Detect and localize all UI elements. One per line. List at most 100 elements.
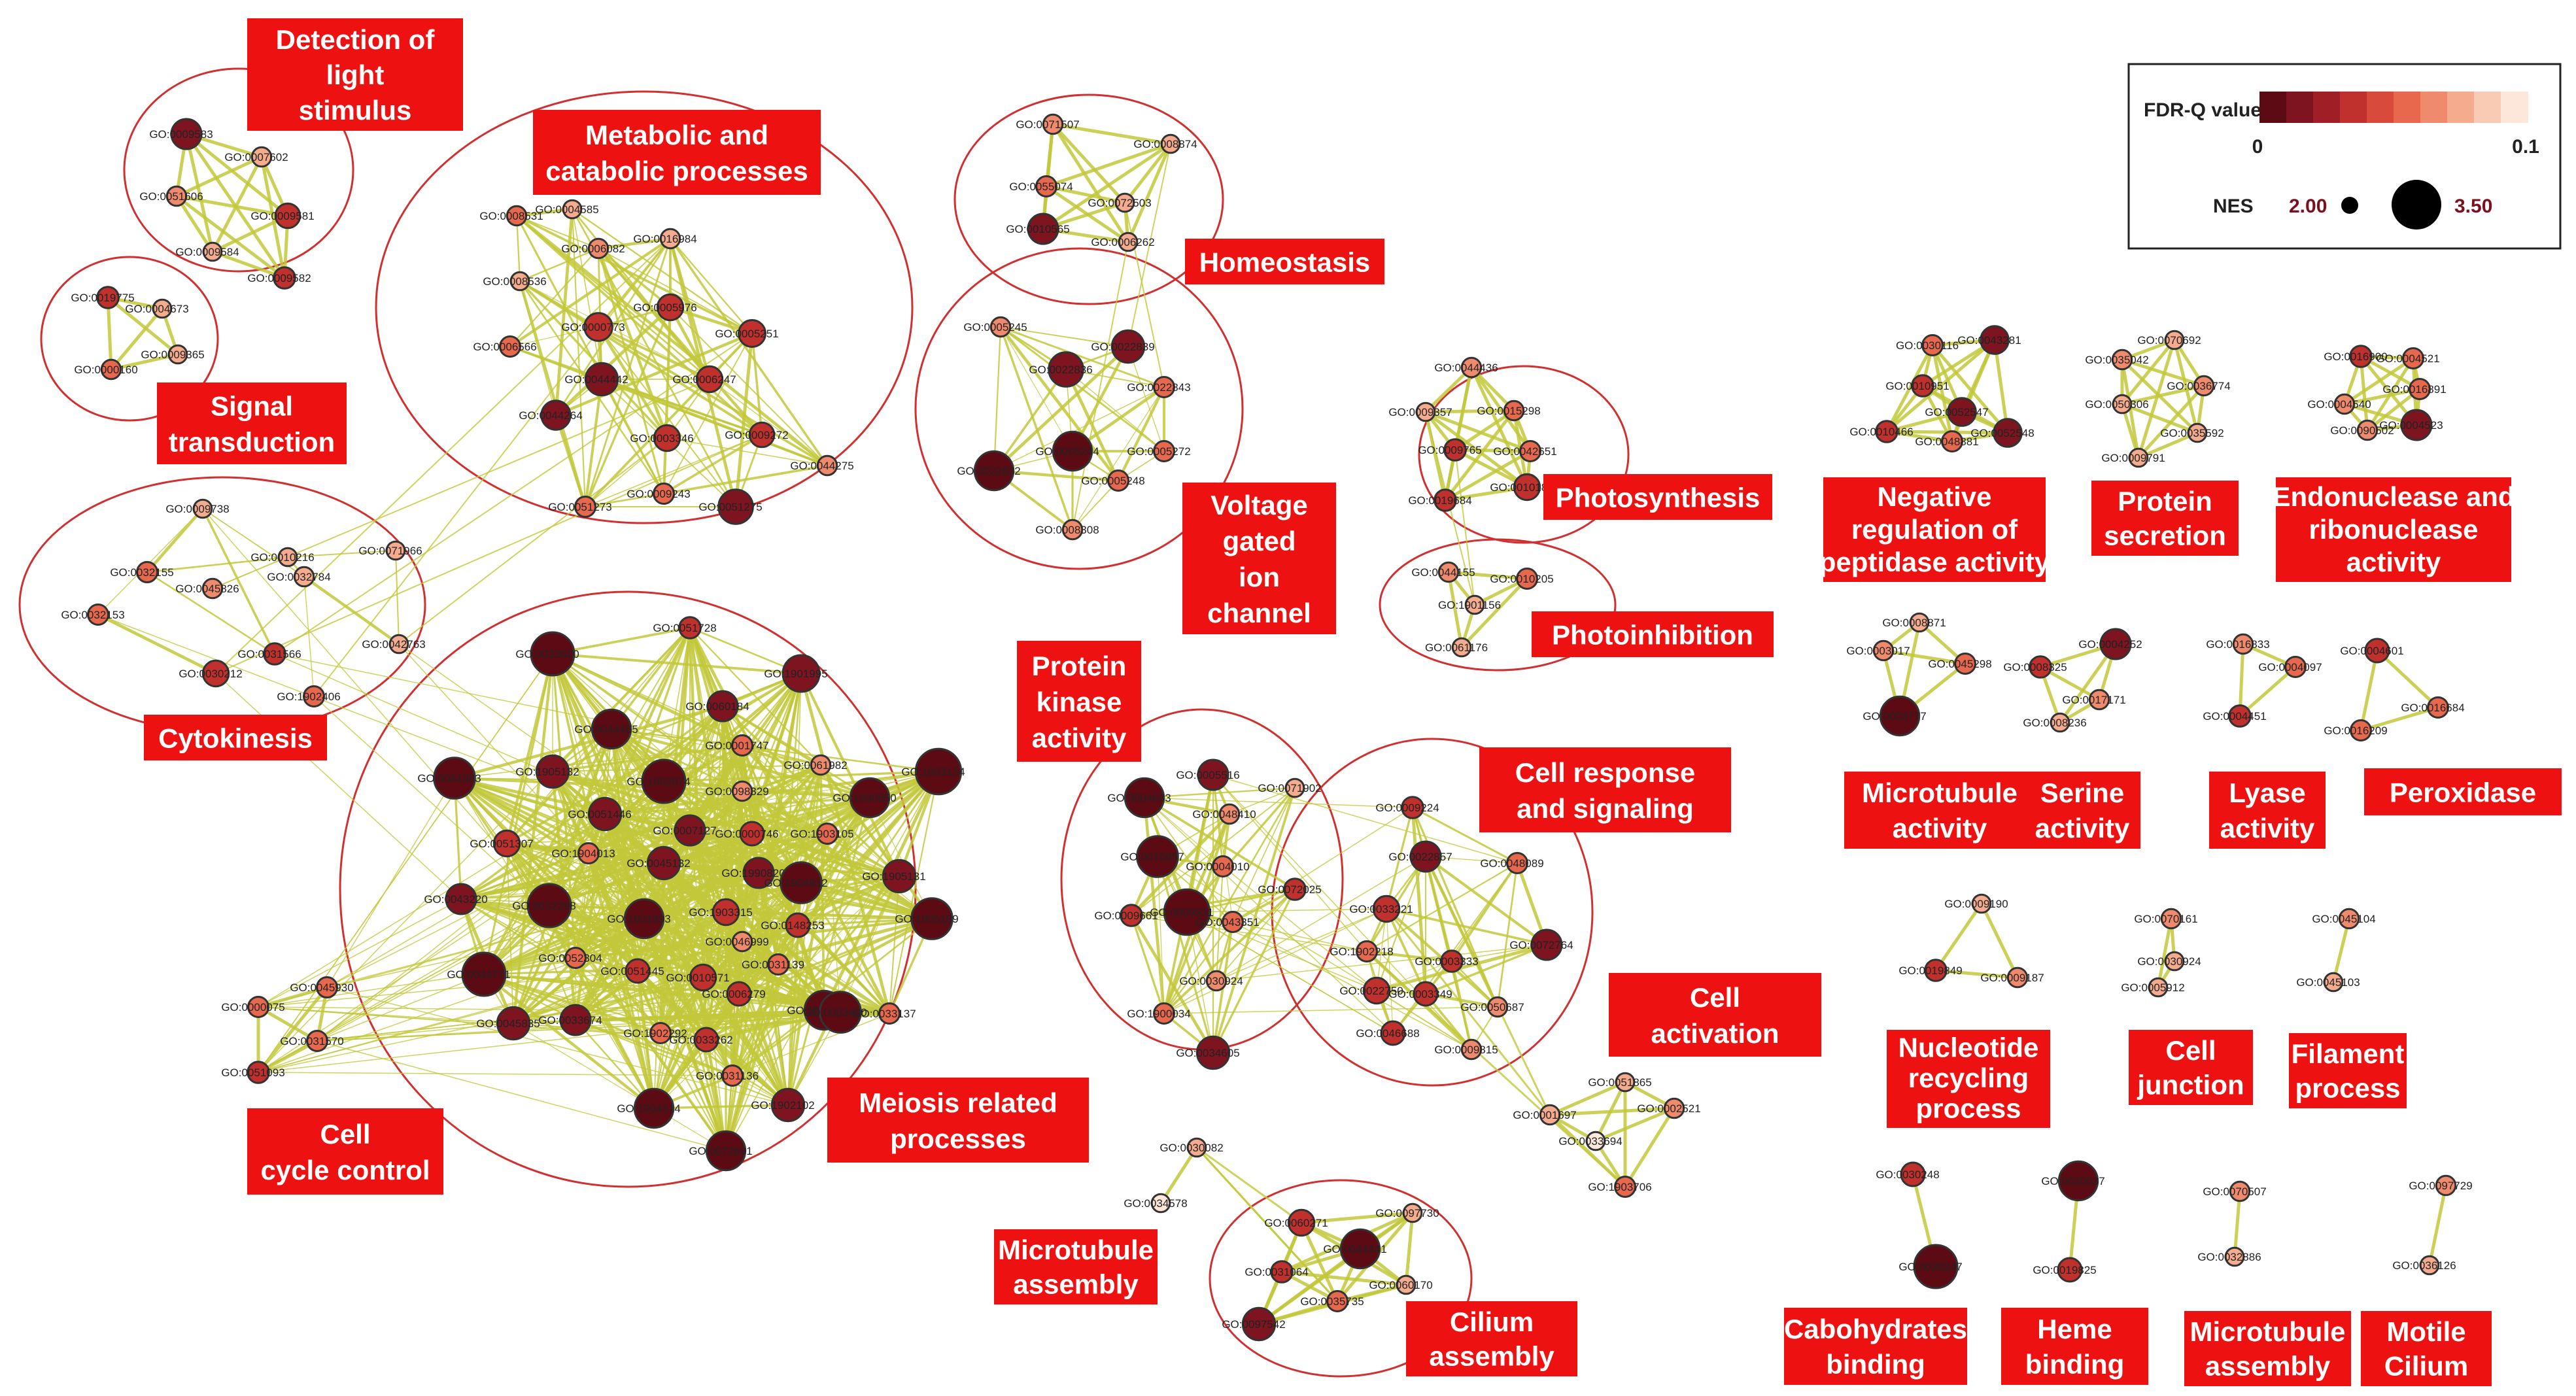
go-node[interactable]: GO:0031570 [280,1030,344,1052]
go-node-circle[interactable] [2006,966,2029,989]
go-node[interactable]: GO:0034578 [1124,1193,1188,1214]
go-node-circle[interactable] [247,1061,270,1084]
go-node[interactable]: GO:0006247 [672,365,736,394]
go-node-circle[interactable] [1110,329,1146,364]
go-node[interactable]: GO:0006262 [1091,231,1155,252]
go-node[interactable]: GO:0051093 [221,1061,285,1084]
go-node[interactable]: GO:0071966 [358,540,422,561]
go-node[interactable]: GO:1904013 [551,842,615,864]
go-node[interactable]: GO:0045298 [1928,653,1992,675]
go-node-circle[interactable] [1440,949,1464,973]
go-node-circle[interactable] [1160,133,1181,154]
go-node-circle[interactable] [1380,1020,1406,1046]
go-node[interactable]: GO:0045930 [290,976,354,998]
go-node-circle[interactable] [506,205,528,227]
go-node[interactable]: GO:0010187 [1490,473,1554,502]
go-node[interactable]: GO:0030248 [1876,1161,1940,1187]
go-node[interactable]: GO:0051728 [653,616,717,639]
go-node-circle[interactable] [1516,568,1538,590]
go-node[interactable]: GO:0036126 [2392,1255,2456,1276]
go-node[interactable]: GO:0044465 [574,708,638,750]
go-node[interactable]: GO:0009661 [1094,904,1158,927]
go-node-circle[interactable] [625,958,651,984]
go-node-circle[interactable] [2128,447,2149,468]
go-node[interactable]: GO:0052304 [538,947,602,969]
go-node-circle[interactable] [1120,904,1143,927]
go-node-circle[interactable] [674,814,706,847]
go-node[interactable]: GO:0044436 [1434,356,1498,379]
go-node-circle[interactable] [152,298,173,319]
go-node-circle[interactable] [577,842,600,864]
go-node-circle[interactable] [726,981,752,1007]
go-node[interactable]: GO:0010565 [1006,213,1070,245]
go-node[interactable]: GO:0022750 [1339,976,1403,1005]
go-node[interactable]: GO:0051273 [548,496,612,518]
go-node[interactable]: GO:0043351 [1195,911,1260,933]
go-node-circle[interactable] [748,421,776,449]
go-node[interactable]: GO:0016684 [2401,696,2465,719]
go-node-circle[interactable] [2419,1255,2440,1276]
go-node-circle[interactable] [689,963,717,992]
go-node[interactable]: GO:1902292 [623,1022,687,1044]
go-node[interactable]: GO:0098329 [705,780,769,802]
go-node[interactable]: GO:0044264 [519,400,583,431]
go-node[interactable]: GO:0010951 [1885,374,1949,398]
go-node-circle[interactable] [695,365,724,394]
go-node-circle[interactable] [2057,1160,2099,1202]
go-node-circle[interactable] [526,883,572,928]
go-node-circle[interactable] [623,898,665,940]
go-node[interactable]: GO:0032886 [2197,1246,2261,1267]
go-node-circle[interactable] [1150,1193,1171,1214]
go-node-circle[interactable] [274,202,301,230]
go-node[interactable]: GO:1902218 [1330,940,1394,962]
go-node-circle[interactable] [1879,695,1921,737]
go-node-circle[interactable] [1027,213,1059,245]
go-node-circle[interactable] [170,118,203,150]
go-node-circle[interactable] [1971,893,1992,914]
go-node[interactable]: GO:0061982 [783,754,848,776]
go-node[interactable]: GO:0009584 [175,241,239,262]
go-node-circle[interactable] [712,898,740,927]
go-node-circle[interactable] [1415,401,1436,422]
go-node[interactable]: GO:0006279 [702,981,766,1007]
go-node-circle[interactable] [293,566,315,588]
go-node-circle[interactable] [587,796,623,832]
go-node-circle[interactable] [2099,628,2132,660]
go-node-circle[interactable] [492,829,521,858]
go-node-circle[interactable] [303,685,325,707]
go-node[interactable]: GO:0035592 [2160,422,2224,443]
go-node-circle[interactable] [1042,113,1064,135]
go-node[interactable]: GO:0045104 [2312,908,2376,930]
go-node[interactable]: GO:0061983 [417,757,481,800]
go-node[interactable]: GO:0044155 [1411,561,1475,583]
go-node-circle[interactable] [273,266,296,290]
go-node-circle[interactable] [2350,719,2372,741]
go-node[interactable]: GO:0090502 [2330,419,2394,441]
go-node-circle[interactable] [1539,1104,1561,1126]
go-node-circle[interactable] [250,146,273,168]
go-node-circle[interactable] [1241,1306,1277,1342]
go-node[interactable]: GO:0004601 [2340,638,2404,664]
go-node[interactable]: GO:0097542 [1222,1306,1286,1342]
go-node[interactable]: GO:0060271 [1264,1208,1328,1237]
go-node-circle[interactable] [816,823,838,845]
go-node[interactable]: GO:0009815 [1434,1038,1498,1061]
go-node[interactable]: GO:1901156 [1438,594,1501,615]
go-node-circle[interactable] [2228,704,2252,728]
go-node[interactable]: GO:0036774 [2167,375,2231,397]
go-node[interactable]: GO:0019775 [71,286,135,309]
go-node[interactable]: GO:0032784 [267,566,331,588]
go-node[interactable]: GO:0009187 [1980,966,2044,989]
go-node-circle[interactable] [1197,758,1229,791]
go-node-circle[interactable] [277,547,298,568]
go-node-circle[interactable] [1460,356,1483,379]
go-node-circle[interactable] [882,859,917,894]
go-node[interactable]: GO:0008536 [483,271,547,292]
go-node[interactable]: GO:0051446 [568,796,632,832]
go-node[interactable]: GO:1904514 [617,1087,681,1129]
go-node-circle[interactable] [1270,1260,1294,1284]
go-node[interactable]: GO:0072503 [1088,192,1152,213]
go-node[interactable]: GO:0009791 [2101,447,2165,468]
go-node-circle[interactable] [785,912,811,938]
go-node[interactable]: GO:0007602 [224,146,288,168]
